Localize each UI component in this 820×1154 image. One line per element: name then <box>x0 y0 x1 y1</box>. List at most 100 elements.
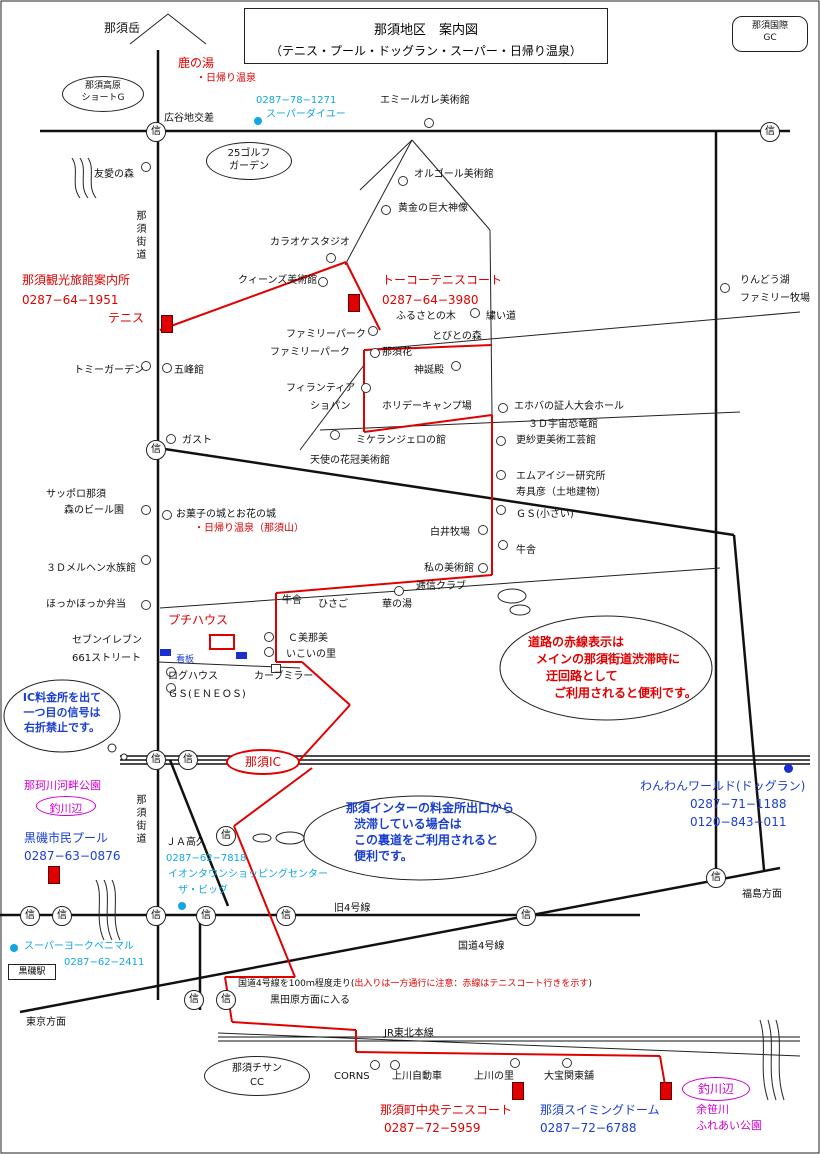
marker-super-daiyu <box>254 117 262 125</box>
pin-gyusha <box>498 540 508 550</box>
label-chuo-tel: 0287−72−5959 <box>384 1121 481 1135</box>
signal-ja: 信 <box>216 826 236 846</box>
label-tsuburoi: 繍い道 <box>486 311 516 322</box>
inter-note-line4: 便利です。 <box>354 849 413 863</box>
golf25-label2: ガーデン <box>229 161 269 172</box>
label-yosasa2: ふれあい公園 <box>696 1119 762 1132</box>
label-kyu4: 旧4号線 <box>334 903 371 914</box>
jr-line <box>218 1036 800 1042</box>
ic-note-line3: 右折禁止です。 <box>24 721 100 734</box>
label-kanko-tel: 0287−64−1951 <box>22 293 119 307</box>
signal-jr-a: 信 <box>184 990 204 1010</box>
pin-sapporo <box>141 505 151 515</box>
label-gyusha: 牛舎 <box>516 545 536 556</box>
pin-tommy <box>141 361 151 371</box>
label-kuroiso-pool: 黒磯市民プール <box>24 831 109 845</box>
label-super-daiyu: スーパーダイユー <box>266 109 346 120</box>
marker-toko-tennis <box>348 294 360 312</box>
label-uchu3d: ３Ｄ宇宙恐竜館 <box>528 419 598 430</box>
marker-seven <box>160 649 171 656</box>
pin-gust <box>166 434 176 444</box>
pin-karaoke <box>326 253 336 263</box>
road-diagonal-down <box>732 534 766 871</box>
label-kokudo4: 国道4号線 <box>458 941 505 952</box>
pin-ikoi <box>264 647 274 657</box>
road-gust-diagonal <box>157 446 735 537</box>
label-watashi: 私の美術館 <box>424 563 474 574</box>
marker-kuroiso-pool <box>48 866 60 884</box>
label-sapporo2: 森のビール園 <box>64 505 124 516</box>
label-ikoi: いこいの里 <box>286 649 336 660</box>
expressway <box>120 755 810 765</box>
label-yosasa1: 余笹川 <box>696 1103 729 1116</box>
label-kaido-upper: 那須街道 <box>134 210 145 262</box>
label-family2: ファミリーパーク <box>270 347 350 358</box>
road-kokudo4 <box>19 866 781 1014</box>
label-kamikawa-sato: 上川の里 <box>474 1071 514 1082</box>
pin-tsuburoi <box>470 308 480 318</box>
pin-c-bijutsu <box>264 632 274 642</box>
pin-corns <box>370 1060 380 1070</box>
pin-furusato <box>368 326 378 336</box>
label-wanwan-tel1: 0287−71−1188 <box>690 797 787 811</box>
label-chuo-name: 那須町中央テニスコート <box>380 1103 513 1117</box>
label-super-daiyu-tel: 0287−78−1271 <box>256 95 337 106</box>
label-sapporo1: サッポロ那須 <box>46 489 106 500</box>
pin-kamikawa-car <box>390 1060 400 1070</box>
label-jukyo: 寿具彦（土地建物） <box>516 487 606 498</box>
label-furusato: ふるさとの木 <box>396 311 456 322</box>
signal-ic-right: 信 <box>178 750 198 770</box>
label-kamikawa-car: 上川自動車 <box>392 1071 442 1082</box>
pin-gs-small <box>496 505 506 515</box>
label-tommy: トミーガーデン <box>74 365 144 376</box>
ic-note-callout: IC料金所を出て 一つ目の信号は 右折禁止です。 <box>14 690 110 735</box>
kogen-golf-label1: 那須高原 <box>84 81 121 91</box>
label-wanwan-tel2: 0120−843−011 <box>690 815 787 829</box>
pin-rindo <box>720 283 730 293</box>
signal-kyu4-c: 信 <box>146 906 166 926</box>
nasu-ic-badge: 那須IC <box>226 749 300 775</box>
label-family1: ファミリーパーク <box>286 329 366 340</box>
pin-nasuhana <box>370 348 380 358</box>
label-hirotani: 広谷地交差 <box>164 113 214 124</box>
label-tokyo: 東京方面 <box>26 1017 66 1028</box>
label-filanthia: フィランティア <box>286 383 356 394</box>
signal-jr-b: 信 <box>216 990 236 1010</box>
kokusai-gc-label2: GC <box>763 33 777 43</box>
label-orgel: オルゴール美術館 <box>414 169 494 180</box>
road-ic-connector <box>168 759 230 907</box>
label-jr: JR東北本線 <box>384 1028 434 1039</box>
signal-ic-left: 信 <box>146 750 166 770</box>
mountain-icon <box>129 13 207 45</box>
label-super-york: スーパーヨークベニマル <box>24 941 134 952</box>
label-toko-tel: 0287−64−3980 <box>382 293 479 307</box>
pin-shirai <box>478 525 488 535</box>
label-fukushima: 福島方面 <box>742 889 782 900</box>
label-gs-small: ＧＳ(小さい) <box>516 509 574 520</box>
label-taiho: 大宝関東舗 <box>544 1071 594 1082</box>
label-aeon: イオンタウンショッピングセンター <box>168 869 328 880</box>
inter-note-line3: この裏道をご利用されると <box>354 833 499 847</box>
marker-swim <box>660 1082 672 1100</box>
ic-note-line2: 一つ目の信号は <box>23 706 101 719</box>
label-wearable: 更紗更美術工芸館 <box>516 435 596 446</box>
golf25-label1: 25ゴルフ <box>227 148 271 159</box>
label-yuai: 友愛の森 <box>94 169 134 180</box>
label-ja-tel: 0287−62−7818 <box>166 853 247 864</box>
pin-kamikawa-sato <box>510 1058 520 1068</box>
label-shinsoden: 神誕殿 <box>414 365 444 376</box>
marker-kanban <box>236 652 247 659</box>
kokusai-gc-label1: 那須国際 <box>751 21 788 31</box>
pin-orgel <box>398 176 408 186</box>
label-kurodahara: 黒田原方面に入る <box>270 995 350 1006</box>
label-kanko-name: 那須観光旅館案内所 <box>22 273 131 287</box>
pin-okashi <box>162 510 172 520</box>
label-kuroiso-tel: 0287−63−0876 <box>24 849 121 863</box>
label-teishin: 逓信クラブ <box>416 581 466 592</box>
pin-queens <box>318 277 328 287</box>
kokusai-gc-box: 那須国際 GC <box>732 16 808 52</box>
kokudo4-note-prefix: 国道4号線を100ｍ程度走り( <box>238 979 355 989</box>
label-okashi: お菓子の城とお花の城 <box>176 509 276 520</box>
label-karaoke: カラオケスタジオ <box>270 237 350 248</box>
